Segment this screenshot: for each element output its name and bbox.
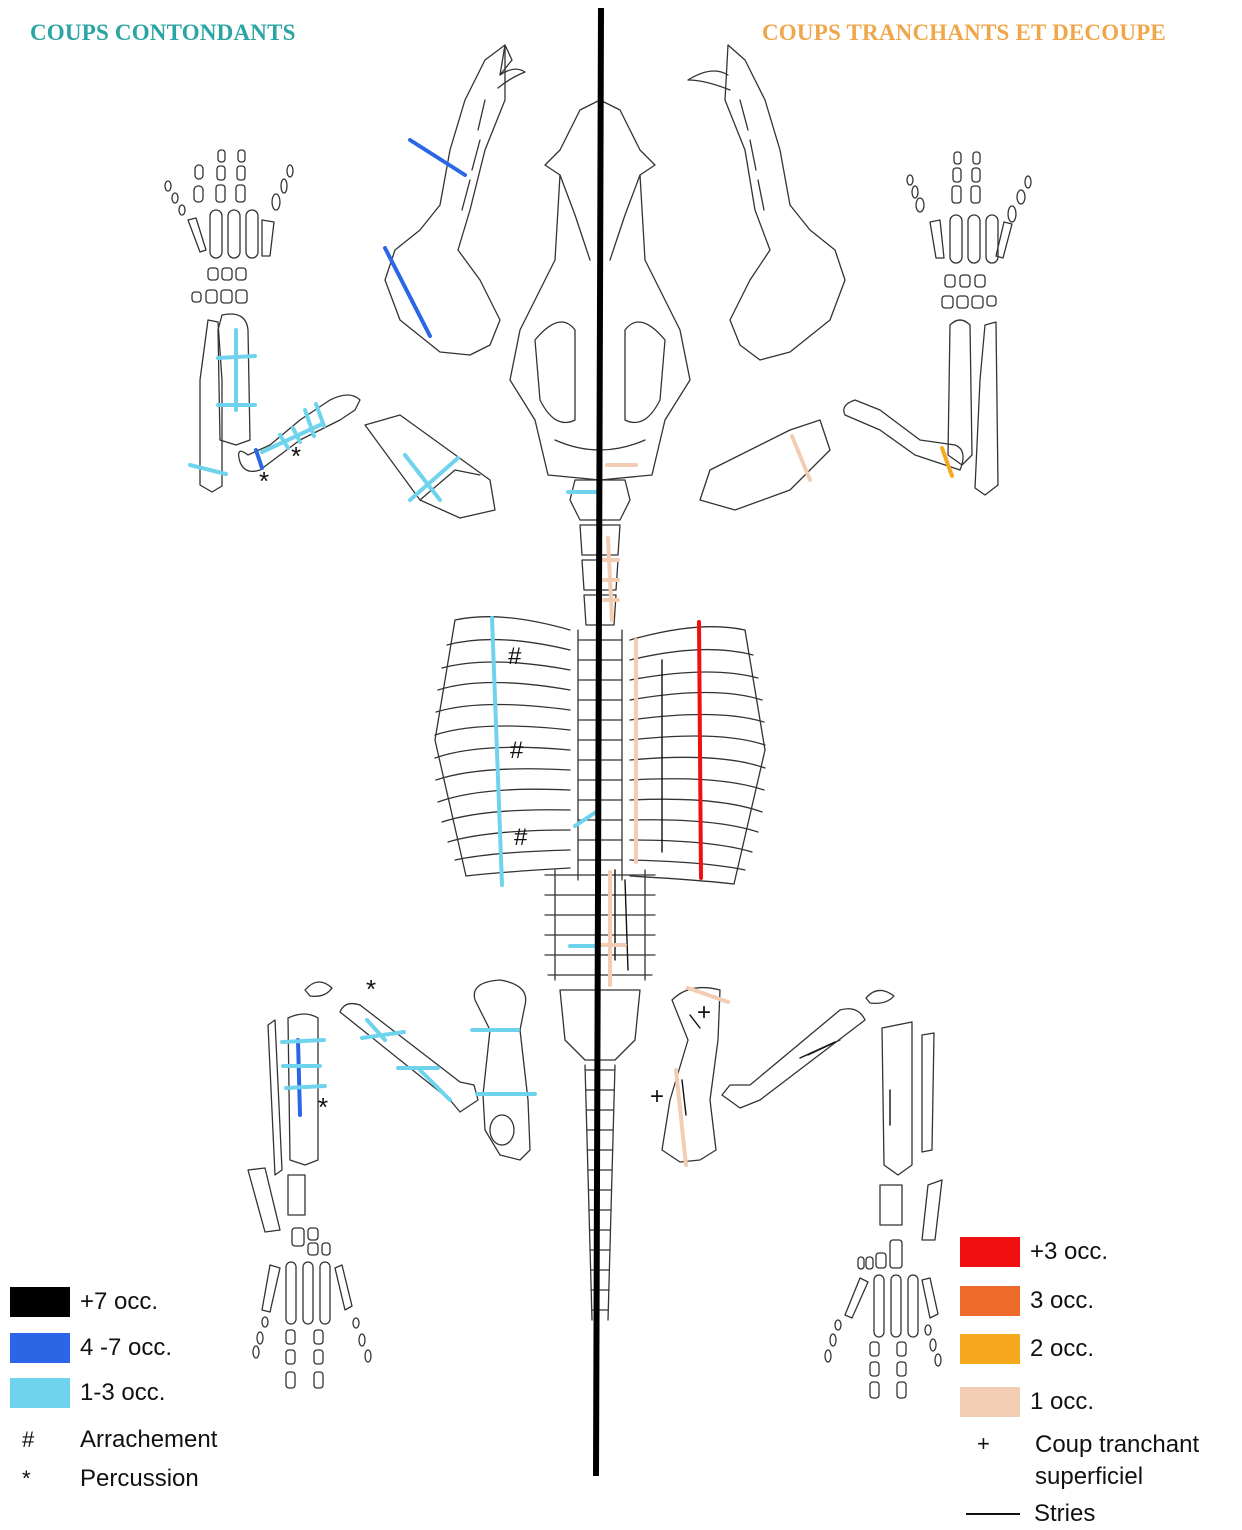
left-ribcage [435, 617, 570, 876]
legend-item-arrachement: # Arrachement [20, 1426, 217, 1454]
legend-symbol: * [20, 1466, 80, 1492]
legend-label: Coup tranchant superficiel [1035, 1429, 1235, 1493]
legend-item-cut-two: 2 occ. [960, 1334, 1094, 1364]
percussion-symbol: * [259, 466, 269, 496]
legend-swatch [960, 1237, 1020, 1267]
arrachement-symbol: # [514, 824, 528, 851]
mark-ulna-orange [942, 448, 952, 476]
arrachement-symbol: # [508, 643, 522, 670]
legend-item-stries: Stries [966, 1500, 1095, 1528]
mark-ribcage-long [492, 618, 502, 885]
mark-pelvis-light [676, 1070, 686, 1165]
mark-ribs-red [699, 622, 701, 878]
right-hindlimb [662, 988, 942, 1398]
right-mandible [688, 45, 845, 360]
center-divider [596, 8, 601, 1476]
legend-item-superficial-cut: + Coup tranchant superficiel [975, 1431, 1235, 1493]
legend-item-high: +7 occ. [10, 1287, 158, 1317]
legend-label: Percussion [80, 1465, 199, 1493]
blunt-marks [190, 140, 598, 1115]
mark-tibia-dark [298, 1040, 300, 1115]
legend-label: +3 occ. [1030, 1238, 1108, 1266]
percussion-symbol: * [318, 1092, 328, 1122]
mark-mandible-upper [410, 140, 465, 175]
legend-item-cut-three: 3 occ. [960, 1286, 1094, 1316]
legend-swatch [960, 1334, 1020, 1364]
legend-swatch [960, 1387, 1020, 1417]
legend-symbol: + [975, 1431, 1035, 1457]
superficial-cut-symbol: + [650, 1083, 664, 1110]
legend-item-medium: 4 -7 occ. [10, 1333, 172, 1363]
legend-swatch [10, 1333, 70, 1363]
legend-label: 2 occ. [1030, 1335, 1094, 1363]
legend-label: +7 occ. [80, 1288, 158, 1316]
right-forelimb [700, 152, 1031, 510]
legend-item-percussion: * Percussion [20, 1465, 199, 1493]
legend-item-cut-high: +3 occ. [960, 1237, 1108, 1267]
left-mandible [385, 45, 525, 355]
legend-label: 1-3 occ. [80, 1379, 165, 1407]
legend-swatch [10, 1287, 70, 1317]
legend-label: Stries [1034, 1500, 1095, 1528]
percussion-symbol: * [291, 441, 301, 471]
legend-item-low: 1-3 occ. [10, 1378, 165, 1408]
cut-marks [600, 436, 952, 1165]
legend-label: Arrachement [80, 1426, 217, 1454]
legend-symbol: # [20, 1427, 80, 1453]
stries-lines [615, 660, 890, 1125]
legend-item-cut-one: 1 occ. [960, 1387, 1094, 1417]
legend-swatch [10, 1378, 70, 1408]
legend-label: 1 occ. [1030, 1388, 1094, 1416]
legend-label: 4 -7 occ. [80, 1334, 172, 1362]
percussion-symbol: * [366, 974, 376, 1004]
legend-swatch [960, 1286, 1020, 1316]
left-forelimb [165, 150, 495, 518]
arrachement-symbol: # [510, 737, 524, 764]
stries-legend-line [966, 1513, 1020, 1515]
mark-mandible-lower [385, 248, 430, 336]
superficial-cut-symbol: + [697, 999, 711, 1026]
legend-label: 3 occ. [1030, 1287, 1094, 1315]
